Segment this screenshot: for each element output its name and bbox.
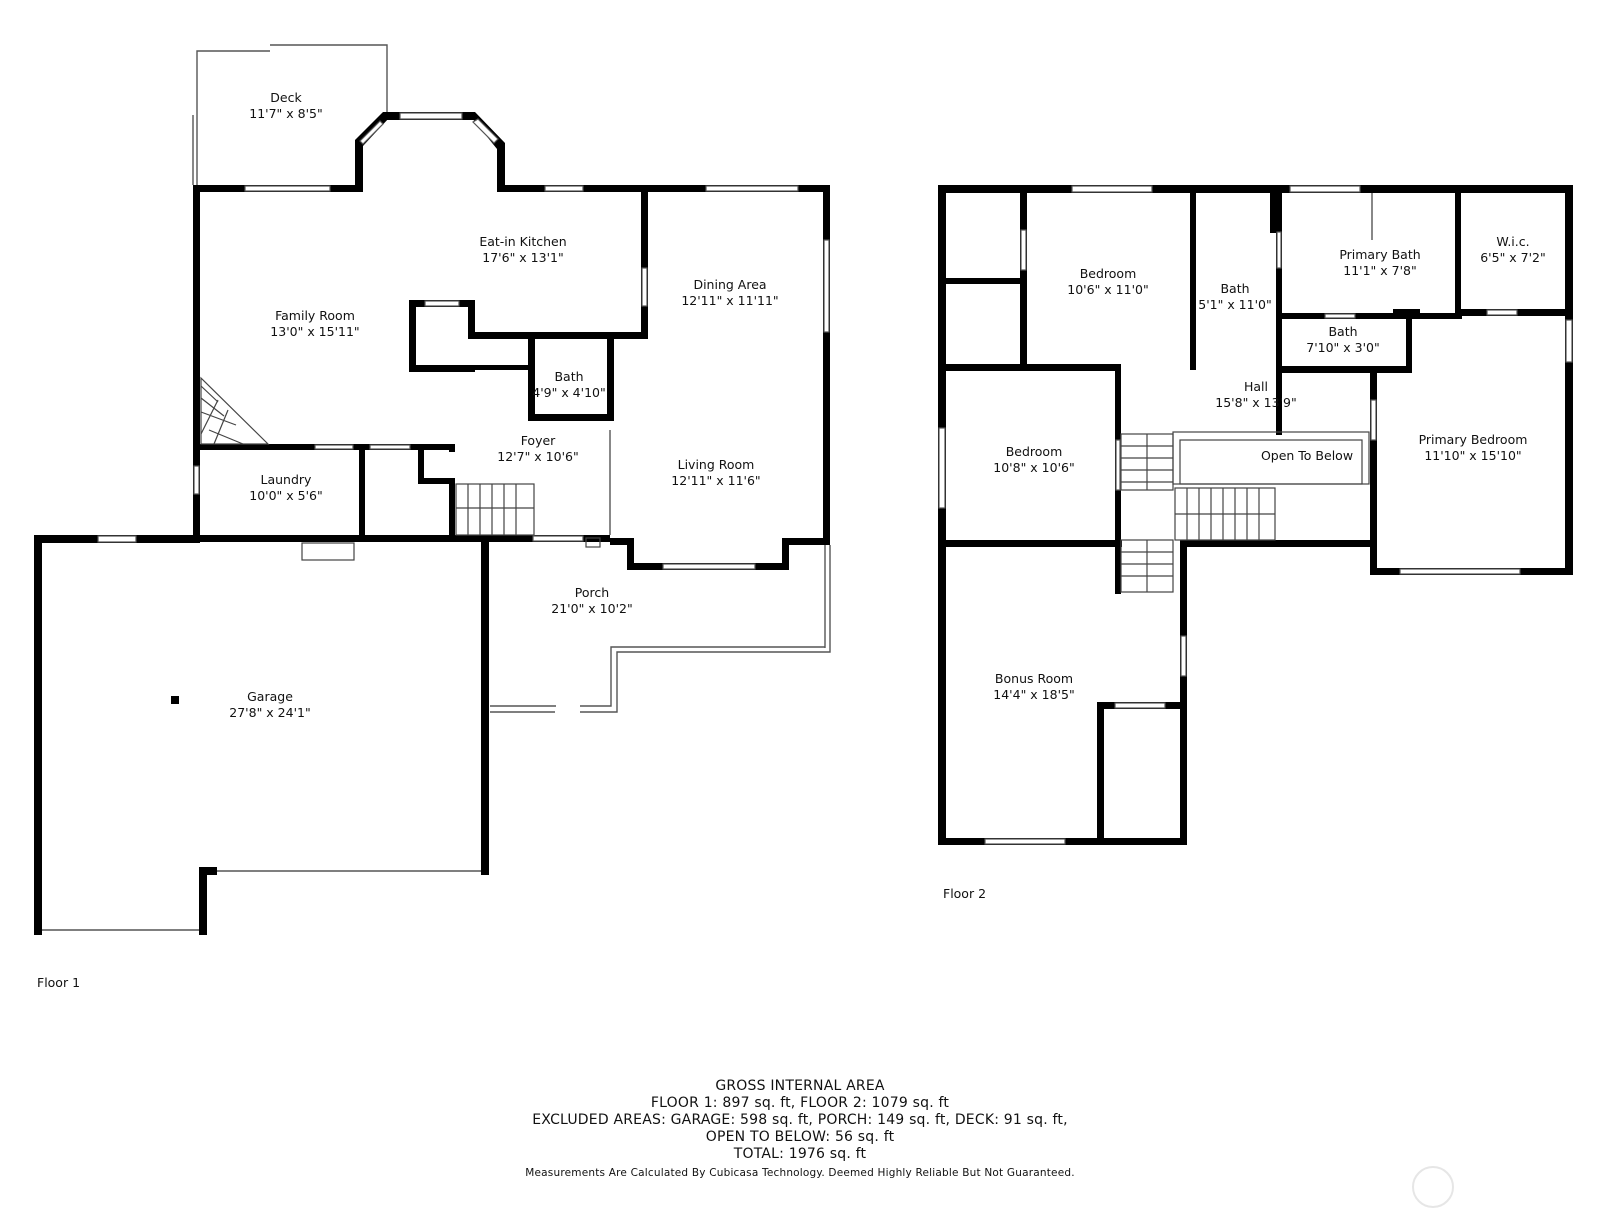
room-name-bonus: Bonus Room (995, 671, 1073, 686)
floor-2-label: Floor 2 (943, 886, 986, 901)
room-name-family: Family Room (275, 308, 355, 323)
summary-excluded-areas: EXCLUDED AREAS: GARAGE: 598 sq. ft, PORC… (532, 1112, 1068, 1128)
floor-1-interior-walls (193, 185, 648, 542)
room-dims-wic: 6'5" x 7'2" (1480, 250, 1546, 265)
room-name-deck: Deck (270, 90, 302, 105)
floor-1-plan (34, 44, 831, 935)
floor-2-stairs (1120, 431, 1370, 593)
room-dims-bedroom-2: 10'8" x 10'6" (993, 460, 1074, 475)
floor-2-plan (938, 185, 1573, 845)
room-name-porch: Porch (575, 585, 609, 600)
deck-outline (192, 44, 388, 185)
room-name-primary-bedroom: Primary Bedroom (1419, 432, 1528, 447)
summary-heading: GROSS INTERNAL AREA (715, 1078, 885, 1094)
porch-outline (490, 430, 831, 713)
room-name-primary-bath: Primary Bath (1339, 247, 1420, 262)
room-name-garage: Garage (247, 689, 293, 704)
room-dims-garage: 27'8" x 24'1" (229, 705, 310, 720)
room-dims-porch: 21'0" x 10'2" (551, 601, 632, 616)
summary-disclaimer: Measurements Are Calculated By Cubicasa … (525, 1167, 1075, 1179)
room-name-foyer: Foyer (521, 433, 556, 448)
room-dims-laundry: 10'0" x 5'6" (249, 488, 322, 503)
room-name-laundry: Laundry (261, 472, 313, 487)
room-name-dining: Dining Area (693, 277, 766, 292)
area-summary: GROSS INTERNAL AREA FLOOR 1: 897 sq. ft,… (0, 1078, 1600, 1182)
room-name-bath-f2a: Bath (1220, 281, 1249, 296)
room-name-bath-f2b: Bath (1328, 324, 1357, 339)
room-dims-bath-f2b: 7'10" x 3'0" (1306, 340, 1379, 355)
room-dims-living: 12'11" x 11'6" (671, 473, 760, 488)
room-name-wic: W.i.c. (1496, 234, 1529, 249)
room-dims-hall: 15'8" x 13'9" (1215, 395, 1296, 410)
room-dims-deck: 11'7" x 8'5" (249, 106, 322, 121)
watermark-logo (1412, 1166, 1454, 1208)
room-dims-family: 13'0" x 15'11" (270, 324, 359, 339)
room-dims-bedroom-1: 10'6" x 11'0" (1067, 282, 1148, 297)
room-name-bedroom-1: Bedroom (1080, 266, 1137, 281)
room-dims-primary-bedroom: 11'10" x 15'10" (1424, 448, 1521, 463)
floor-2-exterior-walls (938, 185, 1573, 845)
room-name-bedroom-2: Bedroom (1006, 444, 1063, 459)
open-to-below-label: Open To Below (1261, 448, 1353, 463)
summary-floor-areas: FLOOR 1: 897 sq. ft, FLOOR 2: 1079 sq. f… (650, 1095, 950, 1111)
floor-1-exterior-walls (193, 185, 830, 570)
room-dims-dining: 12'11" x 11'11" (681, 293, 778, 308)
room-dims-bonus: 14'4" x 18'5" (993, 687, 1074, 702)
floor-1-label: Floor 1 (37, 975, 80, 990)
room-dims-bath-f1: 4'9" x 4'10" (532, 385, 605, 400)
foyer-stair (455, 483, 535, 536)
room-labels: Deck 11'7" x 8'5" Eat-in Kitchen 17'6" x… (37, 90, 1546, 990)
garage-walls (34, 535, 489, 935)
room-name-bath-f1: Bath (554, 369, 583, 384)
room-dims-kitchen: 17'6" x 13'1" (482, 250, 563, 265)
family-room-stair (200, 376, 270, 445)
room-name-kitchen: Eat-in Kitchen (479, 234, 566, 249)
room-name-living: Living Room (678, 457, 755, 472)
room-dims-foyer: 12'7" x 10'6" (497, 449, 578, 464)
summary-open-to-below: OPEN TO BELOW: 56 sq. ft (705, 1129, 895, 1145)
kitchen-bay-walls (355, 112, 505, 192)
floor-2-interior-walls (946, 185, 1573, 845)
room-dims-bath-f2a: 5'1" x 11'0" (1198, 297, 1271, 312)
room-dims-primary-bath: 11'1" x 7'8" (1343, 263, 1416, 278)
room-name-hall: Hall (1244, 379, 1268, 394)
summary-total: TOTAL: 1976 sq. ft (733, 1146, 867, 1162)
